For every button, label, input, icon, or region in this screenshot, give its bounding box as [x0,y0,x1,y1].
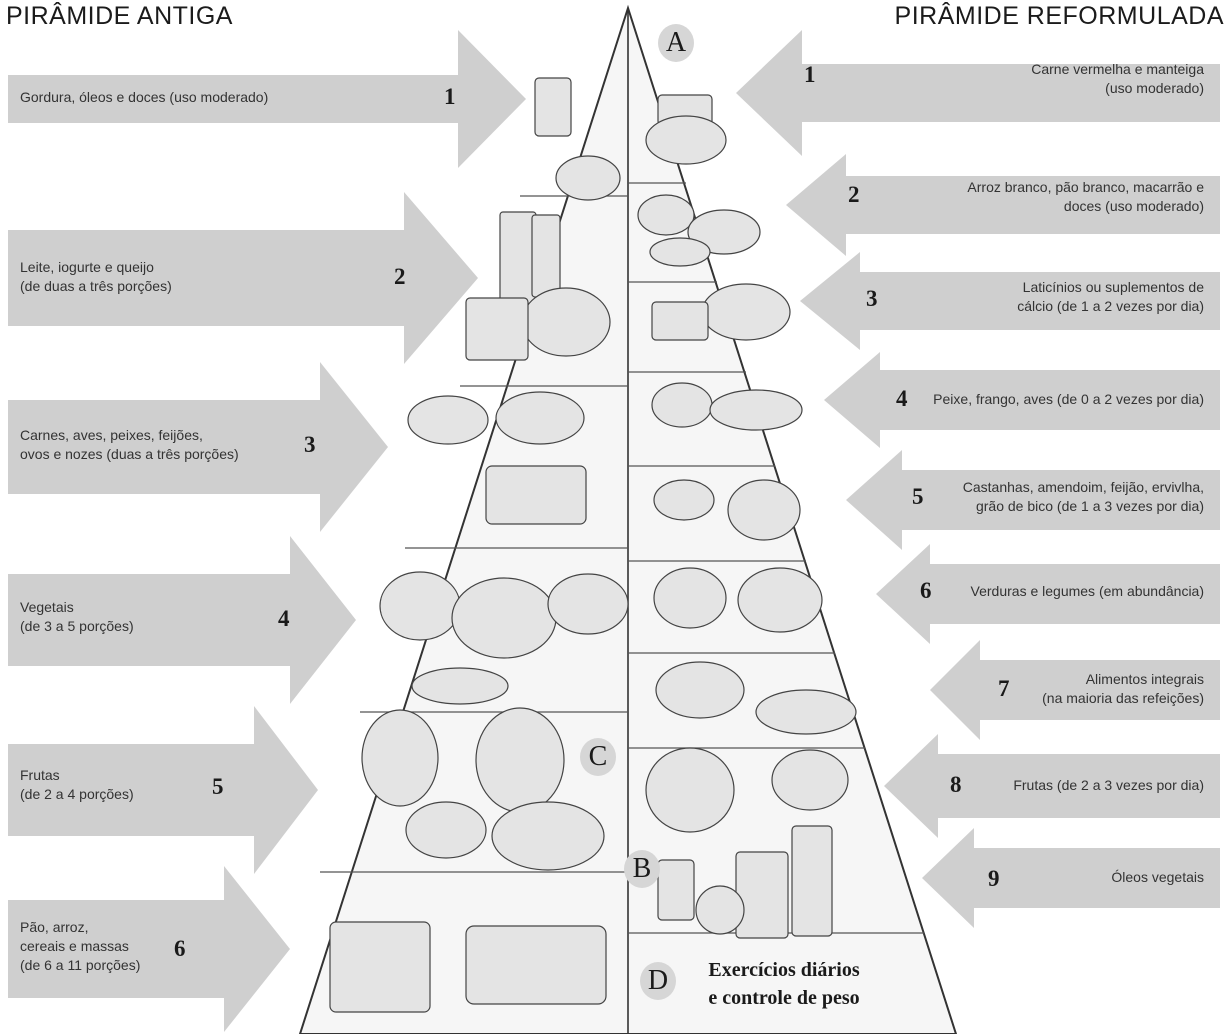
old-pyramid-title: PIRÂMIDE ANTIGA [6,2,233,30]
arrow-shape [8,706,318,874]
old-arrow-6: Pão, arroz, cereais e massas (de 6 a 11 … [8,866,290,1032]
new-arrow-6-number: 6 [920,578,932,603]
new-arrow-4: Peixe, frango, aves (de 0 a 2 vezes por … [824,352,1220,448]
arrow-shape [884,734,1220,838]
new-arrow-4-label: Peixe, frango, aves (de 0 a 2 vezes por … [933,391,1204,407]
new-pyramid-title: PIRÂMIDE REFORMULADA [894,2,1224,30]
old-arrow-3-label: Carnes, aves, peixes, feijões, ovos e no… [20,427,239,462]
old-arrow-3: Carnes, aves, peixes, feijões, ovos e no… [8,362,388,532]
new-arrow-5-label: Castanhas, amendoim, feijão, ervivlha, g… [962,479,1204,514]
old-arrow-5-number: 5 [212,774,224,799]
old-arrow-6-number: 6 [174,936,186,961]
old-arrow-2: Leite, iogurte e queijo (de duas a três … [8,192,478,364]
new-arrow-5: Castanhas, amendoim, feijão, ervivlha, g… [846,450,1220,550]
new-arrow-5-number: 5 [912,484,924,509]
arrow-shape [922,828,1220,928]
new-arrow-6-label: Verduras e legumes (em abundância) [970,583,1204,599]
arrow-shape [846,450,1220,550]
new-arrow-8-number: 8 [950,772,962,797]
old-arrow-6-label: Pão, arroz, cereais e massas (de 6 a 11 … [20,919,141,973]
new-arrow-9-label: Óleos vegetais [1111,869,1204,885]
food-illustrations [329,77,857,1013]
arrow-shape [786,154,1220,256]
arrow-shape [8,866,290,1032]
arrow-shape [800,252,1220,350]
old-arrow-5: Frutas (de 2 a 4 porções) 5 [8,706,318,874]
arrow-shape [8,536,356,704]
new-arrow-9-number: 9 [988,866,1000,891]
new-arrow-7-number: 7 [998,676,1010,701]
marker-b: B [624,850,660,888]
new-arrow-4-number: 4 [896,386,908,411]
new-arrow-3-number: 3 [866,286,878,311]
old-arrow-3-number: 3 [304,432,316,457]
marker-d: D [640,962,676,1000]
new-arrow-7-label: Alimentos integrais (na maioria das refe… [1042,671,1204,706]
arrow-shape [824,352,1220,448]
old-arrow-2-number: 2 [394,264,406,289]
new-arrow-3-label: Laticínios ou suplementos de cálcio (de … [1017,279,1204,314]
new-arrow-1-number: 1 [804,62,816,87]
new-arrow-1: Carne vermelha e manteiga (uso moderado)… [736,30,1220,156]
marker-a: A [658,24,694,62]
arrow-shape [876,544,1220,644]
new-arrow-1-label: Carne vermelha e manteiga (uso moderado) [1031,61,1204,96]
old-arrow-1: Gordura, óleos e doces (uso moderado) 1 [8,30,526,168]
arrow-shape [8,192,478,364]
old-arrow-4-label: Vegetais (de 3 a 5 porções) [20,599,134,634]
new-arrow-9: Óleos vegetais 9 [922,828,1220,928]
old-arrow-1-number: 1 [444,84,456,109]
new-arrow-7: Alimentos integrais (na maioria das refe… [930,640,1220,740]
new-arrow-2-number: 2 [848,182,860,207]
old-arrow-1-label: Gordura, óleos e doces (uso moderado) [20,89,269,105]
old-arrow-5-label: Frutas (de 2 a 4 porções) [20,767,134,802]
new-arrow-2-label: Arroz branco, pão branco, macarrão e doc… [967,179,1204,214]
marker-c: C [580,738,616,776]
arrow-shape [8,362,388,532]
arrow-shape [8,30,526,168]
new-arrow-3: Laticínios ou suplementos de cálcio (de … [800,252,1220,350]
new-arrow-6: Verduras e legumes (em abundância) 6 [876,544,1220,644]
arrow-shape [930,640,1220,740]
new-arrow-8: Frutas (de 2 a 3 vezes por dia) 8 [884,734,1220,838]
new-arrow-8-label: Frutas (de 2 a 3 vezes por dia) [1013,777,1204,793]
old-arrow-4: Vegetais (de 3 a 5 porções) 4 [8,536,356,704]
old-arrow-4-number: 4 [278,606,290,631]
old-arrow-2-label: Leite, iogurte e queijo (de duas a três … [20,259,172,294]
exercise-caption: Exercícios diários e controle de peso [708,959,860,1009]
new-arrow-2: Arroz branco, pão branco, macarrão e doc… [786,154,1220,256]
arrow-shape [736,30,1220,156]
